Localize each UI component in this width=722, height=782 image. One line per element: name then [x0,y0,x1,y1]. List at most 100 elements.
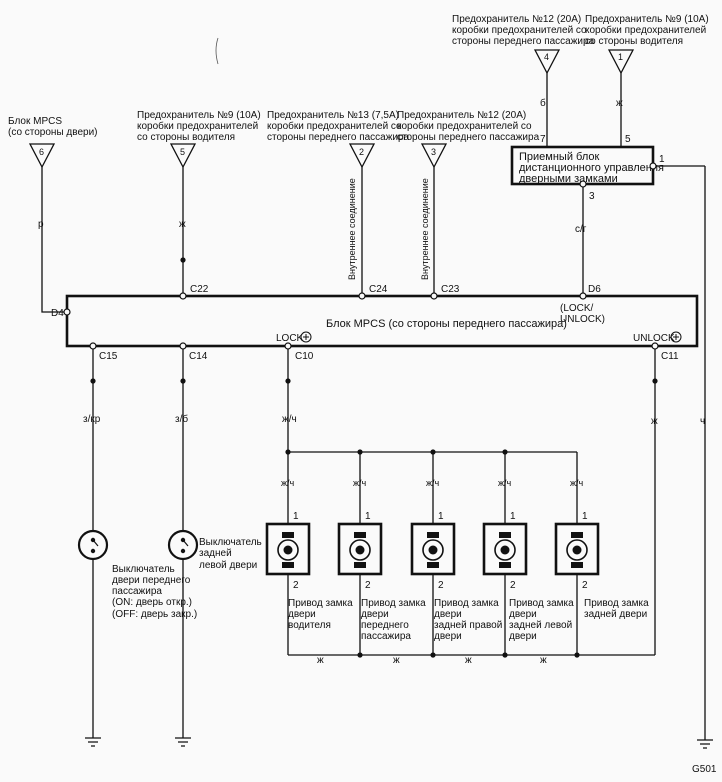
actuator-label: переднего [361,620,409,631]
internal-connection-label: Внутреннее соединение [420,178,430,280]
switch-label: двери переднего [112,575,191,586]
pin-number: 2 [510,580,516,591]
mpcs-title: Блок MPCS (со стороны переднего пассажир… [326,318,567,330]
wire-color: р [38,219,44,230]
door-switch-icon [167,529,199,561]
pin-number: 2 [293,580,299,591]
connector-label: C10 [295,351,314,362]
lock-unlock-label: UNLOCK) [560,314,605,325]
fuse-triangle-icon [533,49,561,75]
ground-icon [175,737,191,747]
fuse-label: (со стороны двери) [8,127,98,138]
wire-color: ж [465,655,472,666]
pin-number: 1 [293,511,299,522]
switch-front-passenger: з/кр Выключатель двери переднего пассажи… [77,349,197,747]
actuator-label: пассажира [361,631,411,642]
actuator-label: двери [288,609,316,620]
switch-label: Выключатель [199,537,262,548]
fuse-triangle-icon [169,143,197,169]
fuse-triangle-icon [28,143,56,169]
fuse-top-right: Предохранитель №9 (10A) коробки предохра… [585,14,709,147]
fuse-label: коробки предохранителей [137,120,258,132]
fuse-f5: Предохранитель №9 (10A) коробки предохра… [137,110,261,296]
ground-icon [697,739,713,749]
plus-icon [303,334,309,340]
unlock-label: UNLOCK [633,333,675,344]
connector-label: C11 [661,351,679,362]
fuse-number: 3 [431,147,436,157]
wire-color: ж [393,655,400,666]
lock-label: LOCK [276,333,304,344]
fuse-triangle-icon [607,49,635,75]
connector-label: C23 [441,284,460,295]
actuator-label: задней правой [434,620,502,631]
fuse-label: Предохранитель №12 (20A) [452,14,581,25]
pin-number: 1 [438,511,444,522]
connector-label: C15 [99,351,118,362]
pin-number: 1 [582,511,588,522]
pin-number: 3 [589,191,595,202]
fuse-label: Предохранитель №13 (7,5A) [267,110,399,121]
actuator-driver: ж/ч 1 2 Привод замка двери водителя [265,452,353,655]
pin-number: 1 [365,511,371,522]
actuator-label: водителя [288,620,331,631]
connector-label: D6 [588,284,601,295]
wire-color: з/б [175,413,188,425]
fuse-f2: Предохранитель №13 (7,5A) коробки предох… [267,110,410,296]
wire-color: ж/ч [282,414,297,425]
internal-connection-label: Внутреннее соединение [347,178,357,280]
fuse-number: 6 [39,147,44,157]
pin-number: 2 [365,580,371,591]
fuse-top-left: Предохранитель №12 (20A) коробки предохр… [452,14,595,147]
actuator-rear-right: ж/ч 1 2 Привод замка двери задней правой… [410,452,502,655]
door-switch-icon [77,529,109,561]
actuator-label: двери [434,609,462,620]
fuse-label: коробки предохранителей [585,24,706,36]
actuator-label: Привод замка [361,598,426,609]
actuator-label: Привод замка [434,598,499,609]
mpcs-box [65,294,699,348]
actuator-front-passenger: ж/ч 1 2 Привод замка двери переднего пас… [337,452,426,655]
wire-color: ж [540,655,547,666]
fuse-mpcs-door: Блок MPCS (со стороны двери) 6 р [8,116,98,313]
fuse-label: коробки предохранителей со [397,120,532,132]
actuator-label: задней двери [584,609,647,620]
actuator-tailgate: ж/ч 1 2 Привод замка задней двери [554,452,649,655]
actuator-label: Привод замка [288,598,353,609]
receiver-label: Приемный блок [519,151,599,163]
switch-label: пассажира [112,586,162,597]
wire-color: ж/ч [570,478,584,488]
fuse-label: стороны переднего пассажира [397,132,540,143]
ground-g501: G501 [692,739,717,775]
pin-number: 2 [438,580,444,591]
fuse-label: со стороны водителя [585,36,683,47]
fuse-number: 2 [359,147,364,157]
actuator-label: двери [434,631,462,642]
lock-bus: ж/ч [282,349,577,455]
remote-lock-receiver: Приемный блок дистанционного управления … [510,145,706,740]
wire-color: ж [179,219,186,230]
wire-color: б [540,97,546,109]
ground-label: G501 [692,764,717,775]
switch-label: левой двери [199,560,257,571]
wire-color: ж/ч [426,478,440,488]
actuator-label: Привод замка [584,598,649,609]
connector-label: C24 [369,284,388,295]
actuator-rear-left: ж/ч 1 2 Привод замка двери задней левой … [482,452,574,655]
wire-color: ж [317,655,324,666]
actuator-label: двери [361,609,389,620]
mpcs-unit: Блок MPCS (со стороны переднего пассажир… [51,284,699,362]
fuse-label: стороны переднего пассажира [452,36,595,47]
actuator-common: ж ж ж ж [288,652,655,666]
connector-label: C14 [189,351,208,362]
pin-number: 1 [659,154,665,165]
receiver-label: дверными замками [519,173,618,185]
connector-label: D4 [51,308,64,319]
fuse-label: стороны переднего пассажира [267,132,410,143]
wire-color: ж/ч [353,478,367,488]
actuator-label: двери [509,631,537,642]
wire-color: ч [700,416,705,427]
pin-number: 2 [582,580,588,591]
wire-color: ж/ч [498,478,512,488]
